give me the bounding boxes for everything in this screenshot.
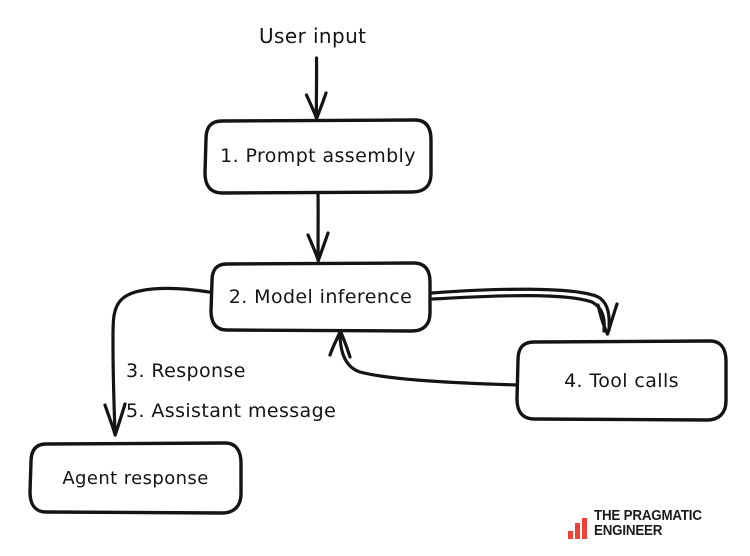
shape-tool-calls bbox=[515, 339, 728, 422]
arrow-model-inference-to-agent-response bbox=[103, 286, 211, 437]
diagram-title: User input bbox=[259, 24, 367, 48]
node-agent-response[interactable]: Agent response bbox=[30, 443, 241, 513]
node-prompt-assembly-label: 1. Prompt assembly bbox=[220, 145, 416, 167]
edge-label-response: 3. Response bbox=[126, 360, 246, 382]
brand-logo: THE PRAGMATIC ENGINEER bbox=[568, 509, 750, 539]
shape-model-inference bbox=[209, 261, 432, 333]
node-model-inference-label: 2. Model inference bbox=[228, 286, 413, 308]
node-tool-calls[interactable]: 4. Tool calls bbox=[517, 341, 726, 420]
arrow-model-inference-to-tool-calls bbox=[430, 287, 619, 336]
arrow-prompt-assembly-to-model-inference bbox=[306, 192, 330, 263]
node-prompt-assembly[interactable]: 1. Prompt assembly bbox=[205, 120, 431, 192]
node-agent-response-label: Agent response bbox=[62, 467, 209, 489]
arrow-user-input-to-prompt-assembly bbox=[304, 56, 328, 121]
shape-agent-response bbox=[28, 441, 243, 515]
bar-chart-icon bbox=[568, 518, 587, 539]
arrow-tool-calls-to-model-inference bbox=[328, 329, 519, 387]
edge-label-assistant-message: 5. Assistant message bbox=[126, 400, 337, 422]
node-tool-calls-label: 4. Tool calls bbox=[564, 369, 679, 392]
node-model-inference[interactable]: 2. Model inference bbox=[211, 263, 430, 331]
shape-prompt-assembly bbox=[203, 118, 433, 195]
brand-name: THE PRAGMATIC ENGINEER bbox=[594, 508, 702, 539]
